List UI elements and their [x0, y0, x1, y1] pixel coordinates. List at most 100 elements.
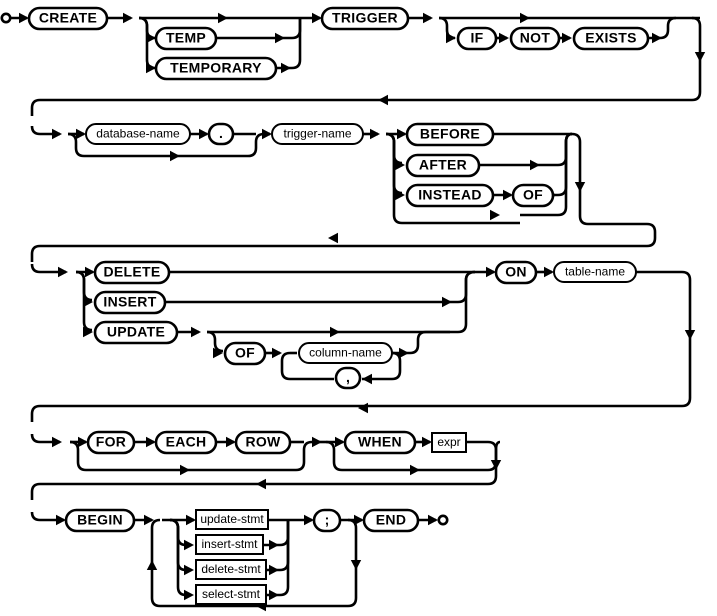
node-label: INSERT [103, 294, 156, 310]
node-label: WHEN [358, 434, 402, 450]
node-label: TEMP [166, 30, 206, 46]
node-of1: OF [511, 183, 555, 208]
node-update-stmt: update-stmt [195, 509, 269, 530]
node-shape [93, 320, 179, 345]
node-shape [93, 290, 167, 315]
node-insert-stmt: insert-stmt [195, 534, 264, 555]
row-body [30, 511, 449, 612]
node-label: delete-stmt [201, 562, 261, 576]
node-label: database-name [96, 127, 180, 141]
node-comma: , [334, 366, 362, 390]
node-label: ON [505, 264, 527, 280]
node-shape [27, 6, 109, 31]
row-for-each-row-when [30, 433, 502, 500]
end-marker [437, 514, 449, 526]
node-insert: INSERT [93, 290, 167, 315]
node-label: column-name [309, 346, 382, 360]
node-label: INSTEAD [418, 187, 482, 203]
node-shape [312, 508, 342, 533]
node-shape [456, 26, 498, 51]
node-begin: BEGIN [64, 508, 136, 533]
node-label: UPDATE [107, 324, 165, 340]
node-label: insert-stmt [201, 537, 258, 551]
node-shape [195, 584, 267, 605]
node-shape [207, 122, 235, 146]
node-label: TRIGGER [332, 10, 398, 26]
node-label: update-stmt [200, 512, 264, 526]
node-shape [154, 430, 218, 455]
node-label: BEFORE [420, 126, 480, 142]
node-shape [86, 430, 136, 455]
node-label: expr [437, 435, 460, 449]
node-label: table-name [565, 265, 625, 279]
node-row: ROW [234, 430, 292, 455]
node-label: DELETE [103, 264, 160, 280]
node-shape [334, 366, 362, 390]
node-select-stmt: select-stmt [195, 584, 267, 605]
node-expr: expr [431, 432, 467, 453]
node-for: FOR [86, 430, 136, 455]
node-label: ROW [245, 434, 281, 450]
node-exists: EXISTS [572, 26, 650, 51]
node-label: BEGIN [77, 512, 123, 528]
node-label: TEMPORARY [170, 60, 262, 76]
row-name-timing [30, 125, 657, 262]
node-temp: TEMP [154, 26, 218, 51]
node-shape [154, 26, 218, 51]
node-label: select-stmt [202, 587, 261, 601]
node-after: AFTER [405, 153, 481, 178]
node-shape [223, 341, 267, 366]
node-label: NOT [520, 30, 551, 46]
node-of2: OF [223, 341, 267, 366]
node-label: AFTER [419, 157, 467, 173]
node-shape [494, 260, 538, 285]
node-column-name: column-name [298, 342, 393, 364]
node-shape [195, 509, 269, 530]
node-end: END [362, 508, 420, 533]
node-shape [195, 534, 264, 555]
node-shape [271, 123, 364, 145]
node-database-name: database-name [85, 123, 191, 145]
node-shape [511, 183, 555, 208]
node-each: EACH [154, 430, 218, 455]
node-table-name: table-name [553, 261, 637, 283]
row-create-trigger [0, 12, 706, 116]
node-label: , [346, 369, 350, 385]
node-shape [298, 342, 393, 364]
node-shape [572, 26, 650, 51]
node-shape [320, 6, 410, 31]
node-shape [343, 430, 417, 455]
node-shape [234, 430, 292, 455]
node-label: OF [523, 187, 543, 203]
node-dot: . [207, 122, 235, 146]
node-label: EACH [166, 434, 207, 450]
node-shape [405, 153, 481, 178]
node-semicolon: ; [312, 508, 342, 533]
node-shape [362, 508, 420, 533]
node-trigger-name: trigger-name [271, 123, 364, 145]
node-when: WHEN [343, 430, 417, 455]
node-shape [93, 260, 171, 285]
node-shape [405, 122, 495, 147]
node-instead: INSTEAD [405, 183, 495, 208]
node-label: CREATE [39, 10, 97, 26]
node-shape [85, 123, 191, 145]
node-label: trigger-name [283, 127, 351, 141]
node-label: OF [235, 345, 255, 361]
node-before: BEFORE [405, 122, 495, 147]
node-label: END [376, 512, 406, 528]
node-label: IF [470, 30, 483, 46]
node-on: ON [494, 260, 538, 285]
node-shape [509, 26, 561, 51]
node-delete-stmt: delete-stmt [195, 559, 267, 580]
start-marker [0, 12, 12, 24]
node-label: ; [325, 512, 330, 528]
node-delete: DELETE [93, 260, 171, 285]
node-shape [553, 261, 637, 283]
node-shape [405, 183, 495, 208]
node-trigger: TRIGGER [320, 6, 410, 31]
node-shape [154, 56, 278, 81]
node-temporary: TEMPORARY [154, 56, 278, 81]
node-label: EXISTS [585, 30, 637, 46]
